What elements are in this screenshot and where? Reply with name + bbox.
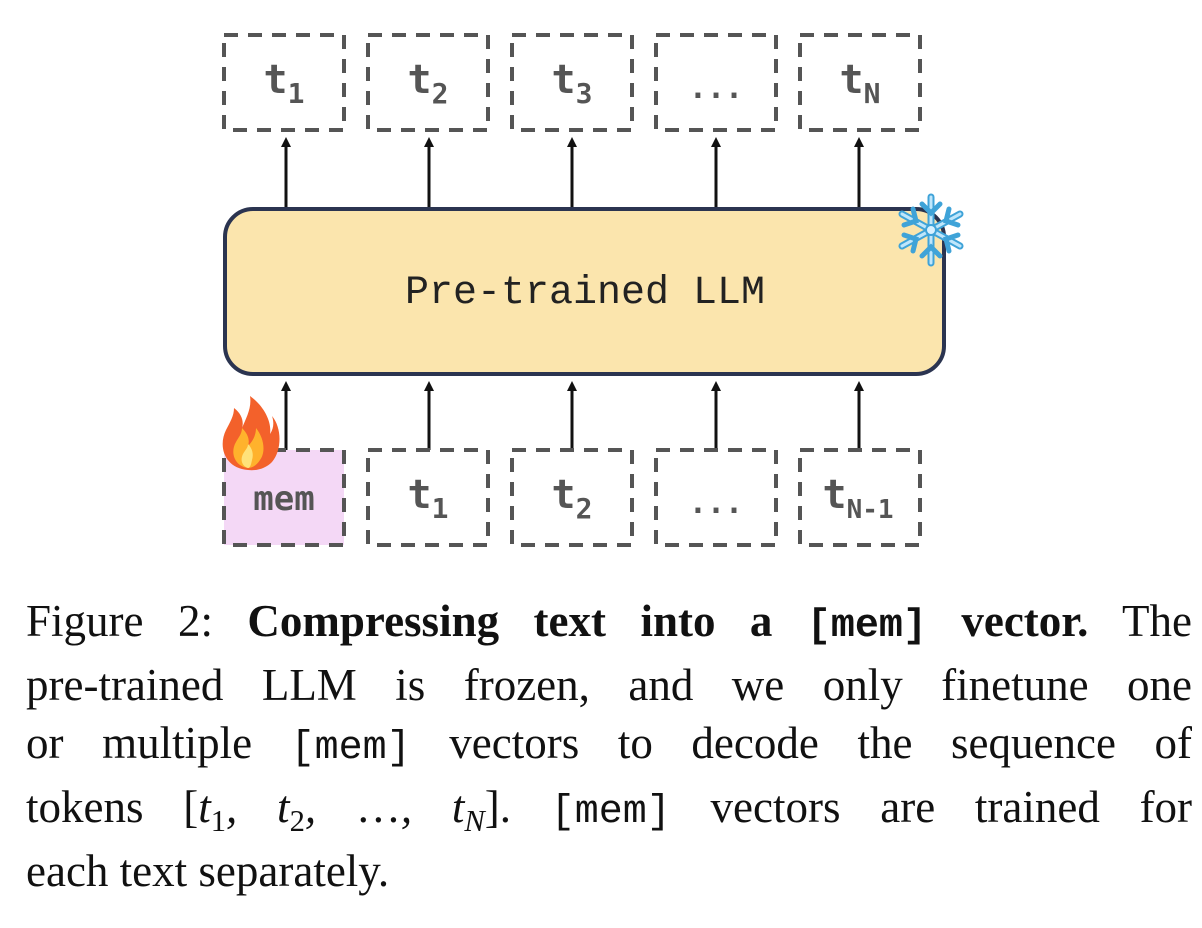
output-token-n: tN <box>798 33 922 132</box>
svg-text:t2: t2 <box>408 57 449 110</box>
output-token-1-sub: 1 <box>288 77 305 110</box>
output-token-ellipsis: ... <box>654 33 778 132</box>
input-token-1: t1 <box>366 448 490 547</box>
output-token-3: t3 <box>510 33 634 132</box>
llm-label: Pre-trained LLM <box>405 271 765 316</box>
caption-line-3: or multiple [mem] vectors to decode the … <box>26 718 1192 771</box>
svg-text:t2: t2 <box>552 472 593 525</box>
caption-math-token-list: [t1, t2, …, tN] <box>183 782 500 839</box>
output-token-2: t2 <box>366 33 490 132</box>
input-token-2: t2 <box>510 448 634 547</box>
input-arrows <box>281 381 864 450</box>
caption-line-1: Figure 2: Compressing text into a [mem] … <box>26 596 1192 649</box>
caption-line-2: pre-trained LLM is frozen, and we only f… <box>26 660 1192 710</box>
figure-caption: Figure 2: Compressing text into a [mem] … <box>26 592 1192 900</box>
svg-text:...: ... <box>689 486 743 521</box>
output-token-1: t1 <box>222 33 346 132</box>
output-token-1-base: t <box>264 57 288 103</box>
figure-diagram: t1 t2 t3 ... tN Pre-trained LLM <box>222 33 964 547</box>
output-tokens-row: t1 t2 t3 ... tN <box>222 33 922 132</box>
svg-text:t1: t1 <box>264 57 305 110</box>
caption-line-5: each text separately. <box>26 846 390 896</box>
input-token-n-minus-1: tN-1 <box>798 448 922 547</box>
fire-icon <box>222 396 280 471</box>
snowflake-icon <box>898 193 964 267</box>
svg-text:t1: t1 <box>408 472 449 525</box>
svg-text:tN-1: tN-1 <box>822 472 893 525</box>
svg-text:tN: tN <box>840 57 881 110</box>
svg-text:mem: mem <box>253 479 314 519</box>
svg-text:t3: t3 <box>552 57 593 110</box>
input-tokens-row: mem t1 t2 ... tN-1 <box>222 448 922 547</box>
caption-line-4: tokens [t1, t2, …, tN]. [mem] vectors ar… <box>26 782 1193 839</box>
svg-text:...: ... <box>689 71 743 106</box>
output-arrows <box>281 137 864 208</box>
input-token-ellipsis: ... <box>654 448 778 547</box>
llm-block: Pre-trained LLM <box>223 207 946 376</box>
